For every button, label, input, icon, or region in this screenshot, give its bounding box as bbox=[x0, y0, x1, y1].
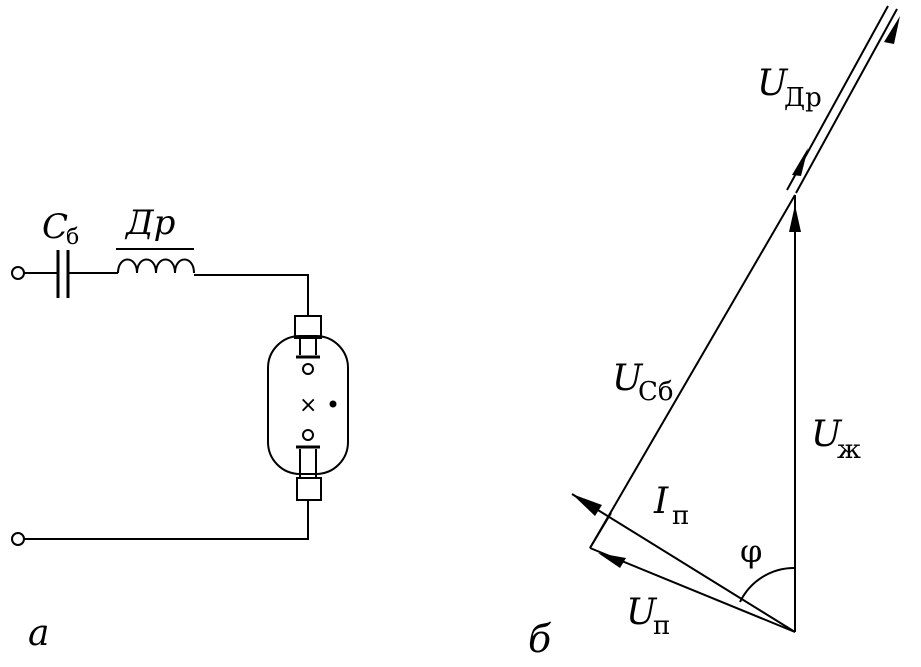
u-lamp-subscript: п bbox=[653, 611, 670, 641]
angle-phi-arc bbox=[739, 566, 796, 603]
phasor-u-choke-line-2 bbox=[795, 8, 898, 194]
panel-a-label: а bbox=[28, 613, 49, 654]
phasor-diagram: U Др U Сб U ж I п φ U п б bbox=[528, 5, 900, 661]
input-terminal-bottom bbox=[11, 532, 25, 546]
u-capacitor-label: U bbox=[612, 358, 644, 399]
phi-label: φ bbox=[740, 532, 762, 570]
phasor-u-capacitor bbox=[589, 194, 796, 549]
phasor-closing-segment bbox=[589, 512, 612, 549]
u-supply-subscript: ж bbox=[837, 435, 861, 465]
u-choke-label: U bbox=[757, 63, 789, 104]
arrowhead-u-lamp bbox=[598, 553, 626, 568]
lower-electrode-cap bbox=[296, 477, 322, 501]
wire-choke-to-lamp bbox=[194, 274, 309, 316]
upper-electrode-cap bbox=[294, 315, 322, 339]
arrowhead-u-choke-upper bbox=[884, 16, 900, 44]
circuit-diagram: × C б Др а bbox=[11, 203, 349, 654]
choke-coil bbox=[117, 258, 195, 274]
i-lamp-subscript: п bbox=[672, 501, 689, 531]
capacitor-label: C bbox=[42, 207, 68, 247]
lower-aux-electrode bbox=[302, 429, 314, 441]
choke-label: Др bbox=[124, 203, 175, 243]
upper-aux-electrode bbox=[302, 363, 314, 375]
phasor-u-lamp bbox=[589, 547, 796, 633]
i-lamp-label: I bbox=[653, 481, 669, 522]
arrowhead-u-supply bbox=[789, 205, 801, 232]
u-lamp-label: U bbox=[626, 592, 658, 633]
u-choke-subscript: Др bbox=[784, 83, 822, 113]
lamp-bulb bbox=[267, 335, 349, 475]
panel-b-label: б bbox=[528, 617, 552, 661]
lamp-cross: × bbox=[299, 393, 317, 418]
arrowhead-i-lamp bbox=[572, 494, 602, 516]
wire-lamp-to-terminal bbox=[24, 500, 309, 540]
input-terminal-top bbox=[11, 266, 25, 280]
capacitor-subscript: б bbox=[66, 225, 79, 250]
u-supply-label: U bbox=[811, 414, 843, 455]
arrowhead-u-choke-lower bbox=[792, 148, 808, 176]
u-capacitor-subscript: Сб bbox=[638, 377, 674, 407]
lamp-dot bbox=[329, 400, 337, 408]
